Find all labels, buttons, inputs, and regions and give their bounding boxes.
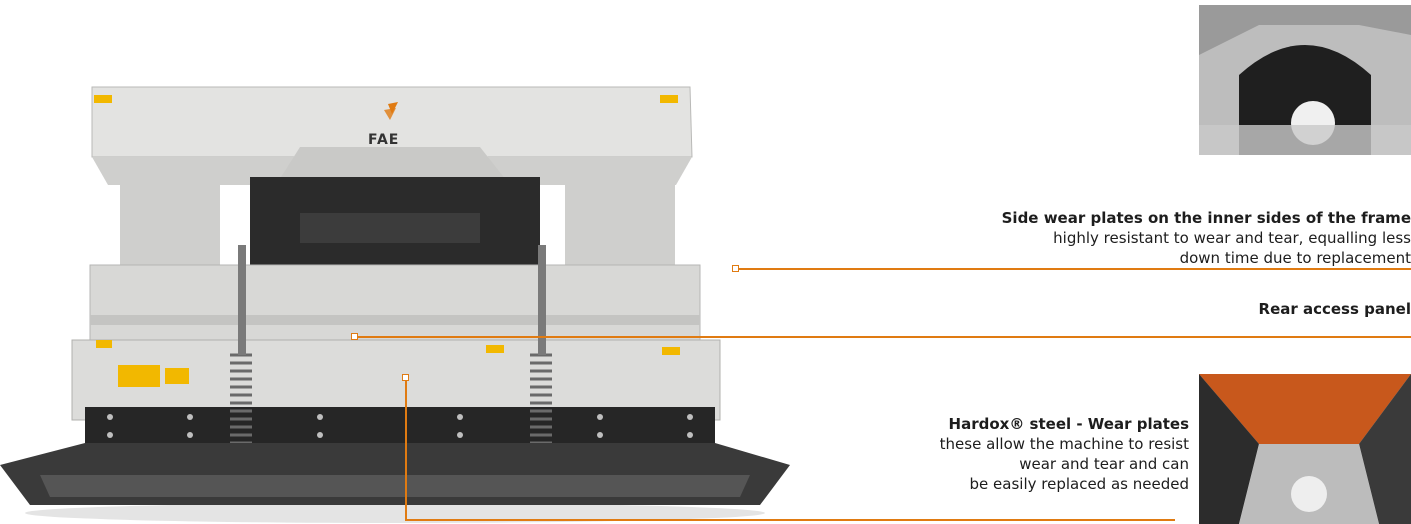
callout-rear-access-panel: Rear access panel	[1011, 299, 1411, 319]
callout-marker	[402, 374, 409, 381]
side-wear-plates-image	[1199, 5, 1411, 155]
callout-description-line: wear and tear and can	[1019, 455, 1189, 473]
callout-description-line: be easily replaced as needed	[969, 475, 1189, 493]
fae-logo-text: FAE	[368, 132, 400, 148]
callout-description-line: these allow the machine to resist	[939, 435, 1189, 453]
callout-marker	[732, 265, 739, 272]
leader-line	[405, 519, 1175, 521]
hardox-wear-plates-image	[1199, 374, 1411, 524]
leader-line	[739, 268, 1411, 270]
callout-description-line: down time due to replacement	[1179, 249, 1411, 267]
callout-marker	[351, 333, 358, 340]
callout-title: Side wear plates on the inner sides of t…	[1001, 209, 1411, 227]
fae-logo-icon	[384, 102, 398, 120]
leader-line	[405, 380, 407, 520]
leader-line	[358, 336, 1411, 338]
callout-title: Rear access panel	[1258, 300, 1411, 318]
callout-hardox-wear-plates: Hardox® steel - Wear plates these allow …	[820, 414, 1189, 494]
callout-title: Hardox® steel - Wear plates	[948, 415, 1189, 433]
callout-description-line: highly resistant to wear and tear, equal…	[1053, 229, 1411, 247]
machine-image	[0, 86, 790, 523]
callout-side-wear-plates: Side wear plates on the inner sides of t…	[851, 208, 1411, 268]
